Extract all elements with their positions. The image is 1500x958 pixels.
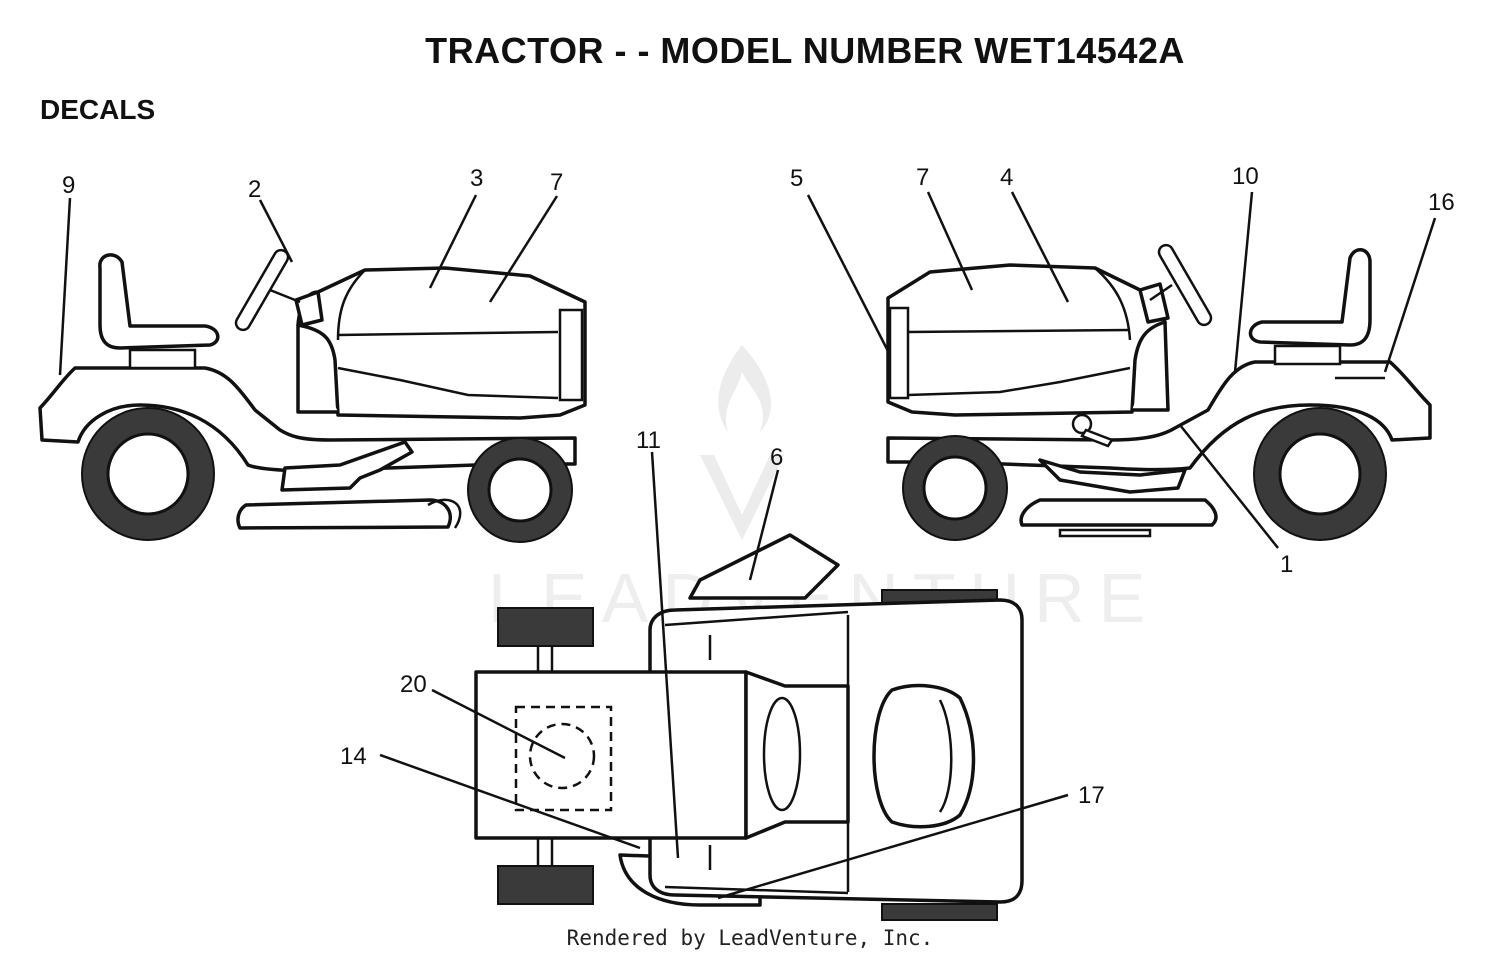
top-view: 11 6 20 14 17: [340, 427, 1105, 921]
right-side-view: 5 7 4 10 16 1: [790, 163, 1455, 578]
steering-wheel-top: [762, 696, 802, 812]
callout-7: 7: [916, 164, 929, 191]
callout-14: 14: [340, 743, 367, 770]
rear-right-tire: [881, 903, 998, 921]
left-side-view: 9 2 3 7: [38, 165, 587, 543]
callout-7: 7: [550, 169, 563, 196]
mower-deck: [236, 498, 452, 530]
callout-5: 5: [790, 165, 803, 192]
seat: [98, 253, 220, 350]
front-right-tire: [497, 865, 594, 905]
page-title: TRACTOR - - MODEL NUMBER WET14542A: [425, 30, 1185, 71]
decal-area: [514, 705, 613, 812]
callout-10: 10: [1232, 163, 1259, 190]
front-left-tire: [497, 607, 594, 647]
discharge-chute: [688, 533, 840, 600]
callout-17: 17: [1078, 782, 1105, 809]
rear-fender: [886, 360, 1432, 472]
section-heading: DECALS: [40, 94, 156, 125]
seat-top: [872, 683, 976, 829]
hood: [886, 263, 1167, 417]
callout-3: 3: [470, 165, 483, 192]
callout-16: 16: [1428, 189, 1455, 216]
callout-11: 11: [636, 427, 661, 454]
footer-credit: Rendered by LeadVenture, Inc.: [566, 926, 934, 950]
callout-20: 20: [400, 671, 427, 698]
callout-2: 2: [248, 176, 261, 203]
callout-6: 6: [770, 444, 783, 471]
callout-9: 9: [62, 172, 75, 199]
callout-4: 4: [1000, 164, 1013, 191]
callout-1: 1: [1280, 551, 1293, 578]
mower-deck: [1019, 498, 1218, 527]
hood: [296, 266, 587, 420]
seat: [1248, 248, 1372, 347]
